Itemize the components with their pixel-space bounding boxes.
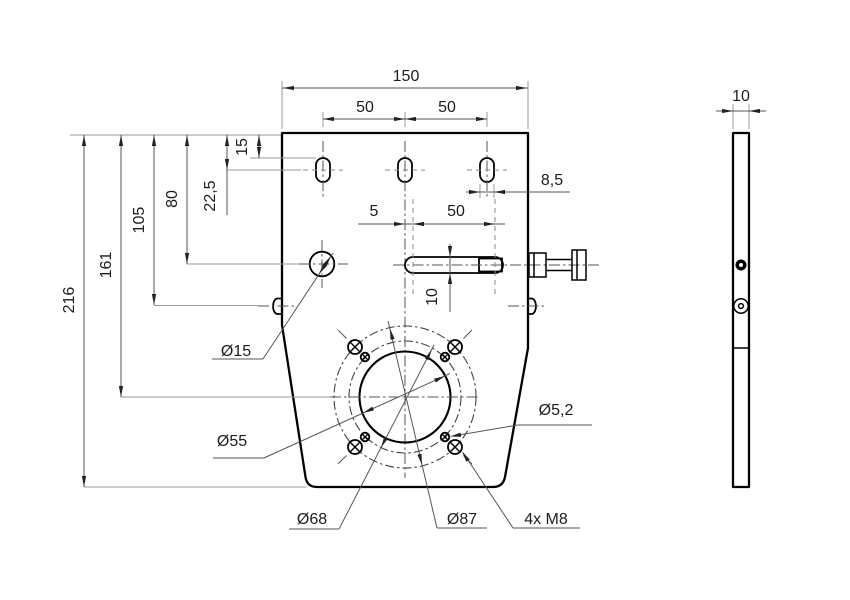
dim-key-slot-offset: 5: [370, 203, 379, 220]
dim-overall-width: 150: [393, 68, 420, 85]
dim-slot-spacing-right: 50: [438, 99, 456, 116]
small-hole-52: [439, 351, 451, 363]
m8-hole: [337, 439, 363, 465]
side-profile: [731, 131, 751, 489]
small-hole-52: [439, 431, 451, 443]
dimensions: 150 50 50 216: [61, 68, 570, 488]
side-bolt-hole: [735, 259, 747, 271]
top-slot-left: [303, 141, 343, 197]
plate-outline: [280, 131, 530, 489]
side-dimension: 10: [716, 88, 766, 129]
label-bolt-circle-inner: Ø68: [297, 511, 327, 528]
main-bore-group: [330, 325, 478, 469]
label-bolt-circle-outer: Ø87: [447, 511, 477, 528]
dim-slot-spacing-left: 50: [356, 99, 374, 116]
label-small-hole-dia: Ø5,2: [539, 402, 574, 419]
front-view: 150 50 50 216: [61, 68, 600, 530]
dim-bore-offset: 161: [98, 252, 115, 279]
dim-slot-top-offset: 15: [234, 138, 251, 156]
bolt: [528, 249, 587, 281]
dim-tab-offset: 105: [131, 207, 148, 234]
dim-hole-offset: 80: [164, 190, 181, 208]
leader-labels: Ø15 Ø55 Ø68 Ø87 Ø5,2: [212, 252, 592, 530]
m8-hole: [447, 439, 473, 465]
m8-hole: [447, 329, 473, 355]
dim-overall-height: 216: [61, 287, 78, 314]
dim-key-slot-height: 10: [424, 288, 441, 306]
dim-key-slot-length: 50: [447, 203, 465, 220]
dim-slot-center-offset: 22,5: [202, 180, 219, 211]
top-slot-right: [467, 141, 507, 197]
dim-thickness: 10: [732, 88, 750, 105]
dim-top-slot-width: 8,5: [541, 172, 563, 189]
side-view: 10: [716, 88, 766, 489]
label-thread-spec: 4x M8: [524, 511, 568, 528]
label-hole-dia: Ø15: [221, 343, 251, 360]
m8-hole: [337, 329, 363, 355]
label-bore-dia: Ø55: [217, 433, 247, 450]
small-hole-52: [359, 351, 371, 363]
small-hole-52: [359, 431, 371, 443]
side-tab-hole: [733, 298, 749, 314]
